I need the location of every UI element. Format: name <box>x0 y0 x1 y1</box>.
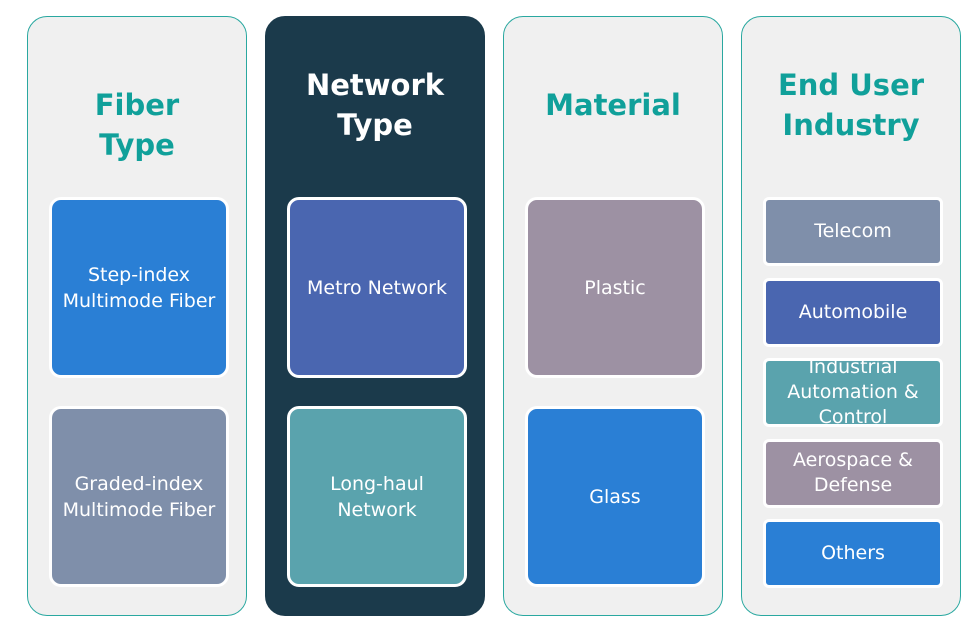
segment-box: Step-index Multimode Fiber <box>49 197 229 378</box>
column-title: Network Type <box>305 68 445 142</box>
segment-box: Glass <box>525 406 705 587</box>
segment-box: Metro Network <box>287 197 467 378</box>
segment-box: Telecom <box>763 197 943 266</box>
segment-box: Graded-index Multimode Fiber <box>49 406 229 587</box>
segment-box: Aerospace & Defense <box>763 438 943 508</box>
column-title: End User Industry <box>777 68 925 142</box>
segment-box: Automobile <box>763 277 943 347</box>
column-title: Material <box>545 88 681 122</box>
segment-box: Long-haul Network <box>287 406 467 587</box>
column-title: Fiber Type <box>94 88 180 162</box>
segment-box: Plastic <box>525 197 705 378</box>
segment-box: Others <box>763 519 943 588</box>
segment-box: Industrial Automation & Control <box>763 358 943 427</box>
